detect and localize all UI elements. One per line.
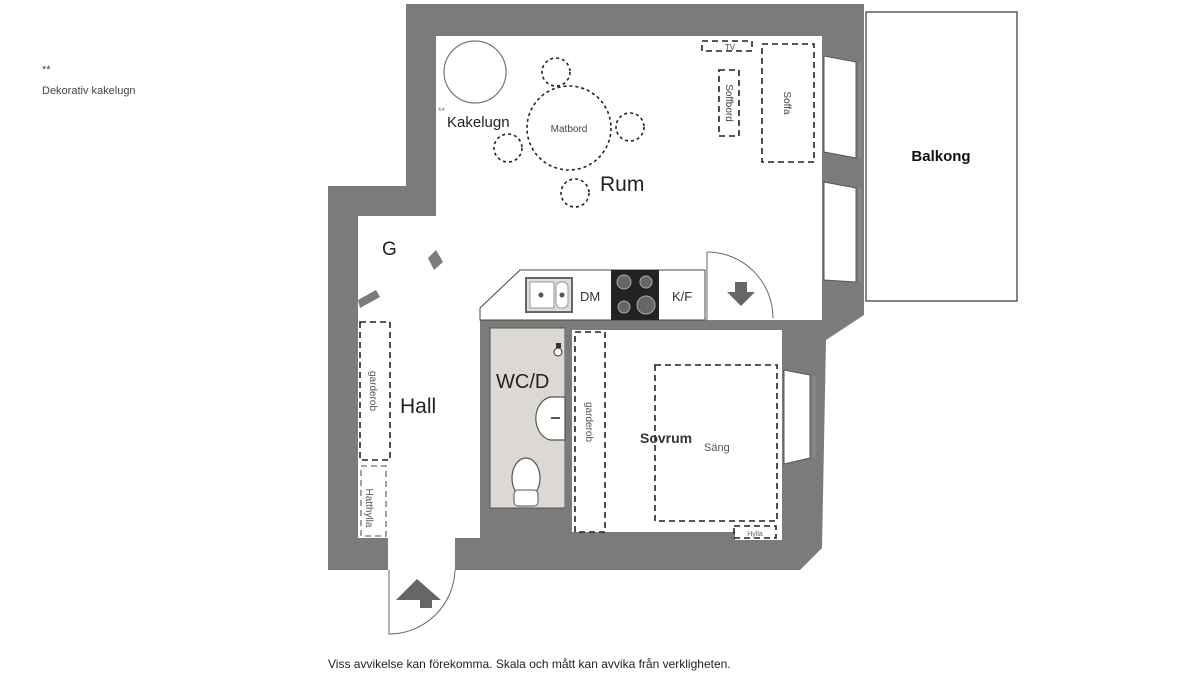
label-tv: TV xyxy=(725,43,736,52)
dining-table xyxy=(526,85,612,171)
wall xyxy=(480,320,782,328)
arrow-down-icon xyxy=(727,282,755,306)
window xyxy=(823,55,862,159)
shower-icon xyxy=(553,343,563,357)
window xyxy=(823,181,862,283)
sovrum-floor xyxy=(572,330,782,540)
label-rum: Rum xyxy=(600,173,644,196)
label-g: G xyxy=(382,239,397,260)
disclaimer: Viss avvikelse kan förekomma. Skala och … xyxy=(328,657,731,671)
label-kakelugn: Kakelugn xyxy=(447,114,510,131)
bed xyxy=(654,364,778,522)
kakelugn-marker: ** xyxy=(438,106,446,116)
label-sovrum: Sovrum xyxy=(640,430,692,446)
label-hylla: Hylla xyxy=(747,531,763,538)
hylla xyxy=(733,525,777,539)
garderob-sovrum xyxy=(574,331,606,533)
chair xyxy=(560,178,590,208)
kakelugn-stove xyxy=(443,40,507,104)
soffbord xyxy=(718,69,740,137)
hatthylla xyxy=(360,465,387,537)
label-sang: Säng xyxy=(704,442,730,454)
door-swing xyxy=(706,251,774,319)
chair xyxy=(615,112,645,142)
legend-text: Dekorativ kakelugn xyxy=(42,85,136,97)
wall-stub xyxy=(358,290,380,308)
washbasin-icon xyxy=(535,396,566,441)
wall-stub xyxy=(428,250,443,270)
label-garderob-sovrum: garderob xyxy=(583,402,594,442)
garderob-hall xyxy=(359,321,391,461)
label-hall: Hall xyxy=(400,395,436,418)
entrance-arrow-icon[interactable] xyxy=(396,579,441,608)
label-kf: K/F xyxy=(672,289,692,304)
label-matbord: Matbord xyxy=(551,124,588,135)
chair xyxy=(493,133,523,163)
tv xyxy=(701,40,753,52)
label-garderob-hall: garderob xyxy=(367,371,378,411)
stove-icon xyxy=(611,270,659,320)
label-soffa: Soffa xyxy=(781,91,792,115)
chair xyxy=(541,57,571,87)
label-dm: DM xyxy=(580,289,600,304)
label-hatthylla: Hatthylla xyxy=(363,489,374,528)
legend-marker: ** xyxy=(42,64,51,76)
wall xyxy=(565,328,572,538)
sink-icon xyxy=(525,277,573,313)
label-wc: WC/D xyxy=(496,371,549,393)
entrance-door xyxy=(388,569,456,635)
window xyxy=(783,369,816,465)
soffa xyxy=(761,43,815,163)
balcony xyxy=(865,11,1018,302)
toilet-icon xyxy=(511,457,541,507)
wall xyxy=(480,320,490,538)
label-balkong: Balkong xyxy=(911,148,970,165)
label-soffbord: Soffbord xyxy=(723,84,734,122)
